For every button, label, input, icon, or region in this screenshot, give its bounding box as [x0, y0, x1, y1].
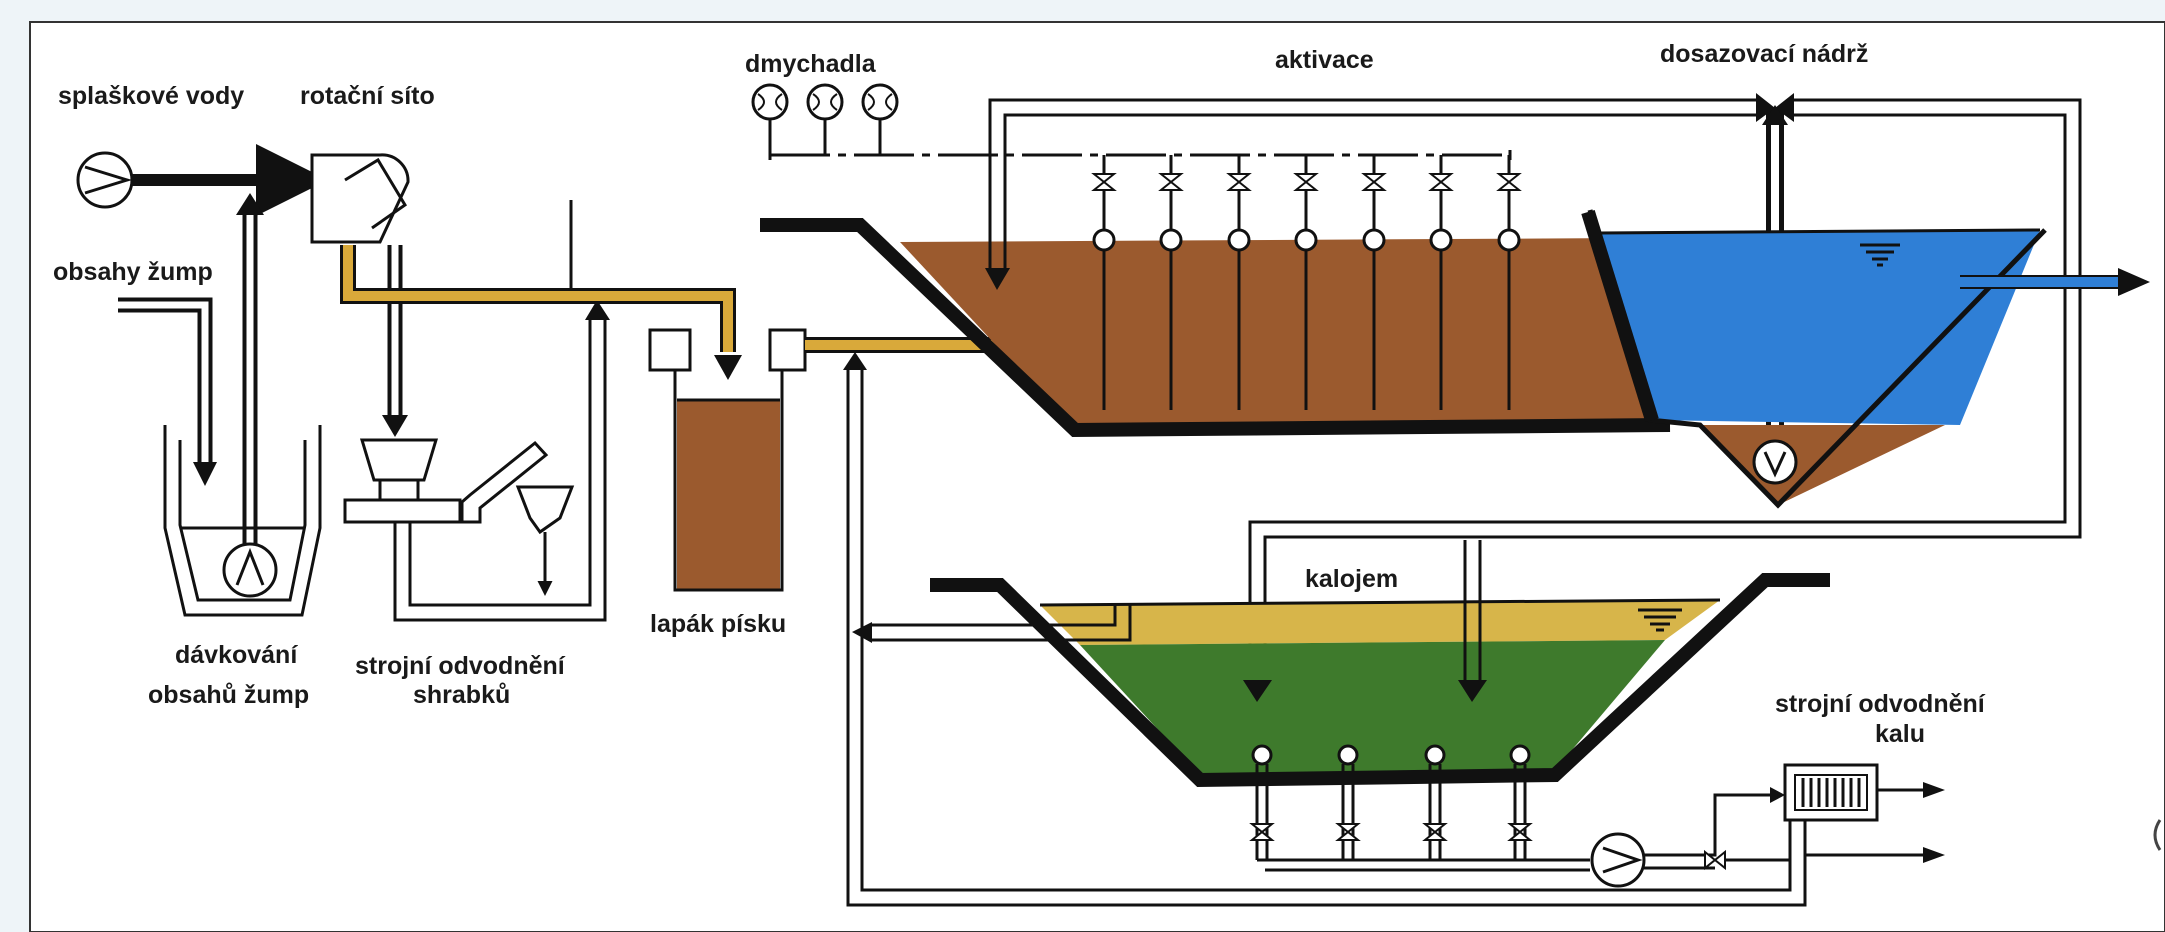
valve-icon: [1226, 173, 1252, 191]
valve-icon: [1158, 173, 1184, 191]
label-davkovani-line2: obsahů žump: [148, 681, 309, 709]
valve-icon: [1496, 173, 1522, 191]
blowers-group: [751, 83, 899, 155]
sludge-pump-icon: [1752, 439, 1798, 485]
blower-icon: [751, 83, 789, 155]
blower-icon: [861, 83, 899, 155]
sludge-tank: [930, 573, 1830, 788]
sludge-level-icon: [1638, 608, 1682, 632]
screenings-dewatering-press: [343, 300, 610, 622]
label-splaskove-vody: splaškové vody: [58, 82, 244, 110]
sludge-withdrawal-valves: [1249, 744, 1533, 860]
label-davkovani-line1: dávkování: [175, 641, 298, 669]
valve-icon: [1293, 173, 1319, 191]
grit-chamber: [648, 328, 807, 592]
cesspit-dosing-tank: [163, 425, 322, 617]
valve-icon: [1428, 173, 1454, 191]
sludge-dewatering-press: [1783, 763, 1879, 822]
cesspit-pump-icon: [222, 542, 278, 598]
valve-icon: [1335, 823, 1361, 841]
valve-icon: [1507, 823, 1533, 841]
sludge-dewatering-pump-icon: [1590, 832, 1646, 888]
valve-icon: [1422, 823, 1448, 841]
valve-icon: [1361, 173, 1387, 191]
inlet-pump-icon: [76, 151, 134, 209]
label-lapak-pisku: lapák písku: [650, 610, 786, 638]
water-level-icon: [1860, 243, 1900, 267]
label-strojni-kalu-line2: kalu: [1875, 720, 1925, 748]
valve-icon: [1249, 823, 1275, 841]
activation-tank: [760, 218, 1671, 438]
label-dosazovaci-nadrz: dosazovací nádrž: [1660, 40, 1868, 68]
valve-icon: [1091, 173, 1117, 191]
label-dmychadla: dmychadla: [745, 50, 877, 78]
aerator-valves: [1091, 155, 1522, 410]
scan-edge-mark: [2153, 819, 2162, 851]
label-obsahy-zump: obsahy žump: [53, 258, 213, 286]
label-aktivace: aktivace: [1275, 46, 1374, 74]
label-rotacni-sito: rotační síto: [300, 82, 435, 110]
blower-icon: [806, 83, 844, 155]
rotary-screen-icon: [310, 153, 410, 244]
label-strojni-kalu-line1: strojní odvodnění: [1775, 690, 1986, 718]
label-strojni-shrabku-line1: strojní odvodnění: [355, 652, 566, 680]
label-strojni-shrabku-line2: shrabků: [413, 681, 510, 709]
label-kalojem: kalojem: [1305, 565, 1398, 593]
